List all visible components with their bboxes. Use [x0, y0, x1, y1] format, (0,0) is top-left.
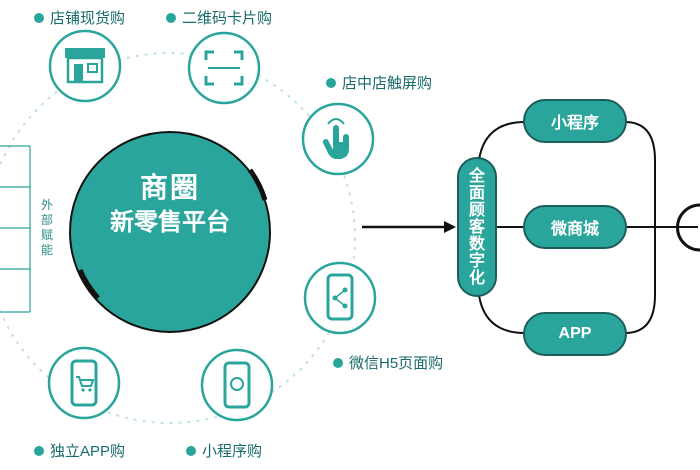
next-node-edge	[676, 203, 700, 252]
hub-text: 全面顾客数字化	[468, 167, 485, 287]
side-empower-text: 外部赋能	[40, 198, 53, 257]
center-title: 商圈 新零售平台	[75, 170, 265, 240]
channel-label-qrcode: 二维码卡片购	[166, 7, 272, 28]
output-miniprogram: 小程序	[523, 99, 627, 143]
storefront-icon	[48, 29, 122, 103]
output-app: APP	[523, 312, 627, 356]
hub-customer-digitalization: 全面顾客数字化	[457, 157, 497, 297]
center-circle	[69, 131, 271, 333]
touch-hand-icon	[301, 102, 375, 176]
phone-share-icon	[303, 261, 377, 335]
bullet-dot-icon	[34, 445, 44, 456]
qr-scan-frame-icon	[187, 31, 261, 105]
bullet-dot-icon	[186, 445, 196, 456]
left-table	[0, 145, 31, 313]
channel-label-app: 独立APP购	[34, 440, 125, 461]
channel-label-wechat-h5: 微信H5页面购	[333, 352, 443, 373]
channel-label-store: 店铺现货购	[34, 7, 125, 28]
bullet-dot-icon	[333, 357, 343, 368]
center-title-line1: 商圈	[139, 172, 200, 203]
phone-cart-icon	[47, 346, 121, 420]
bullet-dot-icon	[166, 12, 176, 23]
center-title-line2: 新零售平台	[110, 209, 230, 236]
output-wechat-mall: 微商城	[523, 205, 627, 249]
bullet-dot-icon	[34, 12, 44, 23]
channel-label-miniprogram: 小程序购	[186, 440, 262, 461]
phone-miniprogram-icon	[200, 348, 274, 422]
orbit-ring	[0, 52, 356, 424]
bullet-dot-icon	[326, 77, 336, 88]
channel-label-touchscreen: 店中店触屏购	[326, 72, 432, 93]
